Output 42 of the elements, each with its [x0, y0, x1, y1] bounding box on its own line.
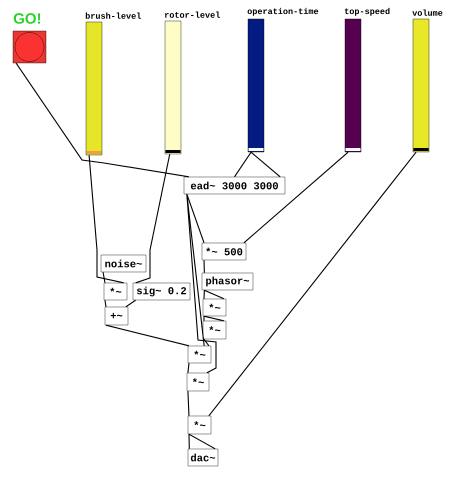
patch-cord: [203, 290, 205, 299]
patch-cord: [203, 316, 205, 321]
object-box: noise~: [100, 254, 146, 272]
patch-cord: [136, 154, 170, 284]
patch-cord: [244, 152, 348, 244]
slider-label: top-speed: [344, 8, 390, 16]
bang-label: GO!: [14, 13, 40, 24]
slider-label: operation-time: [248, 8, 318, 16]
patch-cord: [186, 194, 217, 374]
patch-cord: [16, 62, 189, 178]
patch-cord: [106, 324, 190, 346]
object-box: *~: [188, 346, 212, 364]
object-box: *~: [188, 416, 212, 434]
object-box: *~: [186, 372, 210, 392]
object-box: +~: [104, 306, 128, 326]
object-box: *~: [202, 298, 226, 316]
patch-cord: [126, 300, 136, 308]
patch-cord: [188, 434, 190, 449]
patch-cord: [104, 300, 107, 307]
patch-cord: [204, 290, 224, 300]
slider-label: rotor-level: [165, 12, 220, 18]
patch-cord: [208, 152, 417, 416]
slider-label: brush-level: [86, 12, 141, 19]
object-box: sig~ 0.2: [132, 282, 190, 300]
patch-cord: [186, 194, 205, 243]
object-box: *~ 500: [202, 242, 246, 260]
patch-cord: [250, 152, 280, 178]
patch-cord: [204, 316, 224, 322]
object-box: *~: [202, 320, 226, 340]
patch-cord: [102, 272, 106, 283]
patch-cord: [188, 434, 216, 450]
patch-cord: [187, 391, 190, 416]
patch-cord: [204, 338, 210, 346]
slider-label: volume: [412, 10, 442, 16]
object-box: ead~ 3000 3000: [184, 176, 286, 194]
patch-cord: [234, 152, 252, 178]
object-box: dac~: [188, 448, 218, 466]
object-box: *~: [104, 282, 128, 300]
patch-cord: [88, 155, 124, 284]
patch-cord: [203, 260, 205, 273]
patch-cord: [187, 363, 190, 373]
object-box: phasor~: [202, 272, 254, 290]
